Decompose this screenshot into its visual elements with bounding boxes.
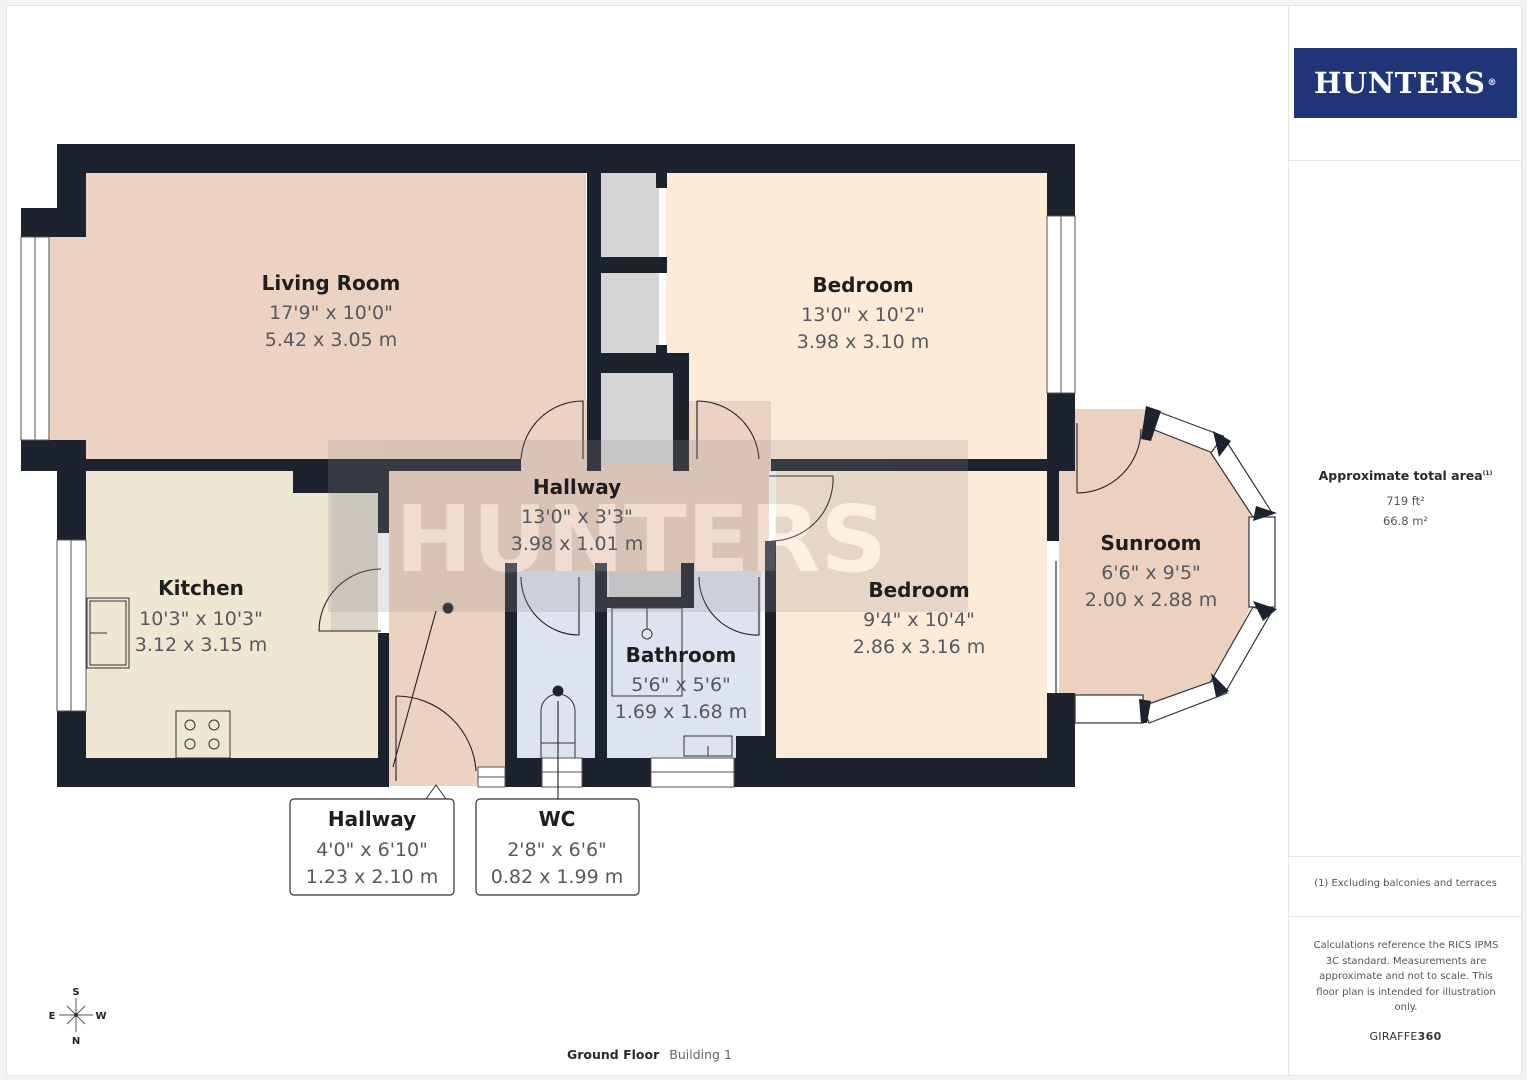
kitchen-name: Kitchen <box>158 576 244 600</box>
floorplan-canvas: HUNTERS Living Room 17'9" x 10'0" 5.42 x… <box>7 6 1288 1075</box>
wc-floor[interactable] <box>517 571 595 758</box>
svg-text:S: S <box>72 987 79 998</box>
svg-text:13'0" x 3'3": 13'0" x 3'3" <box>521 506 633 528</box>
sunroom-glazing <box>1074 406 1277 724</box>
svg-text:6'6" x 9'5": 6'6" x 9'5" <box>1101 562 1201 584</box>
hob <box>175 710 231 759</box>
wc-door-swing <box>520 576 580 636</box>
kitchen-sink <box>86 597 130 669</box>
svg-text:2'8" x 6'6": 2'8" x 6'6" <box>507 839 607 861</box>
provider-brand: GIRAFFE360 <box>1369 1030 1442 1043</box>
kitchen-utility-strip <box>331 491 378 631</box>
closet-1 <box>601 173 659 257</box>
svg-text:N: N <box>72 1036 80 1046</box>
building-name: Building 1 <box>669 1047 732 1062</box>
logo-section: HUNTERS® <box>1289 6 1522 161</box>
sunroom-name: Sunroom <box>1100 531 1201 555</box>
disclaimer-text: Calculations reference the RICS IPMS 3C … <box>1313 940 1499 1013</box>
svg-text:5'6" x 5'6": 5'6" x 5'6" <box>631 674 731 696</box>
bathroom-name: Bathroom <box>626 643 737 667</box>
floor-label: Ground Floor Building 1 <box>567 1047 732 1062</box>
floorplan-sheet: HUNTERS Living Room 17'9" x 10'0" 5.42 x… <box>6 5 1522 1076</box>
svg-text:2.86 x 3.16 m: 2.86 x 3.16 m <box>853 636 985 658</box>
living-room-floor[interactable] <box>86 173 586 459</box>
compass-rose: S E W N <box>43 984 113 1047</box>
room-labels: Living Room 17'9" x 10'0" 5.42 x 3.05 m … <box>135 271 1217 723</box>
svg-text:2.00 x 2.88 m: 2.00 x 2.88 m <box>1085 589 1217 611</box>
floor-name: Ground Floor <box>567 1047 660 1062</box>
svg-text:WC: WC <box>539 807 576 831</box>
hunters-watermark: HUNTERS <box>328 440 968 612</box>
footnote-text: (1) Excluding balconies and terraces <box>1314 878 1497 889</box>
area-section: Approximate total area(1) 719 ft² 66.8 m… <box>1289 160 1522 857</box>
bedroom-2-door-swing <box>769 475 834 542</box>
bay-floor <box>49 237 86 440</box>
svg-text:17'9" x 10'0": 17'9" x 10'0" <box>269 302 393 324</box>
svg-text:3.98 x 1.01 m: 3.98 x 1.01 m <box>511 533 643 555</box>
svg-text:3.12 x 3.15 m: 3.12 x 3.15 m <box>135 634 267 656</box>
svg-text:3.98 x 3.10 m: 3.98 x 3.10 m <box>797 331 929 353</box>
svg-text:0.82 x 1.99 m: 0.82 x 1.99 m <box>491 866 623 888</box>
area-sqm: 66.8 m² <box>1382 514 1429 528</box>
svg-text:HUNTERS: HUNTERS <box>395 486 886 593</box>
living-door-swing <box>520 400 584 460</box>
bedroom-1-door-swing <box>696 400 760 460</box>
fixtures <box>86 597 733 759</box>
hallway-main-name: Hallway <box>533 475 621 499</box>
bedroom-2-name: Bedroom <box>868 578 969 602</box>
room-fills <box>49 173 1251 786</box>
footnote-section: (1) Excluding balconies and terraces <box>1289 856 1522 917</box>
svg-text:13'0" x 10'2": 13'0" x 10'2" <box>801 304 925 326</box>
area-sqft: 719 ft² <box>1386 494 1425 508</box>
callout-wc: WC 2'8" x 6'6" 0.82 x 1.99 m <box>475 798 640 896</box>
kitchen-door-swing <box>318 568 382 632</box>
windows <box>20 215 1076 788</box>
sunroom-door-swing <box>1076 423 1142 494</box>
svg-text:9'4" x 10'4": 9'4" x 10'4" <box>863 609 975 631</box>
svg-text:5.42 x 3.05 m: 5.42 x 3.05 m <box>265 329 397 351</box>
svg-text:10'3" x 10'3": 10'3" x 10'3" <box>139 608 263 630</box>
living-room-name: Living Room <box>262 271 401 295</box>
svg-text:1.23 x 2.10 m: 1.23 x 2.10 m <box>306 866 438 888</box>
closet-3 <box>601 373 673 463</box>
svg-text:W: W <box>95 1011 106 1022</box>
svg-text:1.69 x 1.68 m: 1.69 x 1.68 m <box>615 701 747 723</box>
svg-text:4'0" x 6'10": 4'0" x 6'10" <box>316 839 428 861</box>
bedroom-1-name: Bedroom <box>812 273 913 297</box>
kitchen-floor[interactable] <box>86 471 378 758</box>
hallway-floor[interactable] <box>389 471 769 571</box>
walls <box>21 144 1075 787</box>
svg-text:Hallway: Hallway <box>328 807 416 831</box>
bedroom-2-floor[interactable] <box>776 471 1047 758</box>
closet-2 <box>601 273 659 353</box>
svg-text:E: E <box>49 1011 56 1022</box>
entry-door-swing <box>395 695 477 781</box>
hunters-logo: HUNTERS® <box>1294 48 1517 118</box>
callout-hallway-entry: Hallway 4'0" x 6'10" 1.23 x 2.10 m <box>289 784 455 896</box>
info-sidebar: HUNTERS® Approximate total area(1) 719 f… <box>1288 6 1522 1075</box>
doors <box>318 400 1142 801</box>
bathroom-door-swing <box>698 576 760 636</box>
sunroom-floor[interactable] <box>1059 409 1251 711</box>
area-title: Approximate total area(1) <box>1318 468 1493 483</box>
bathroom-cupboard <box>609 571 681 597</box>
